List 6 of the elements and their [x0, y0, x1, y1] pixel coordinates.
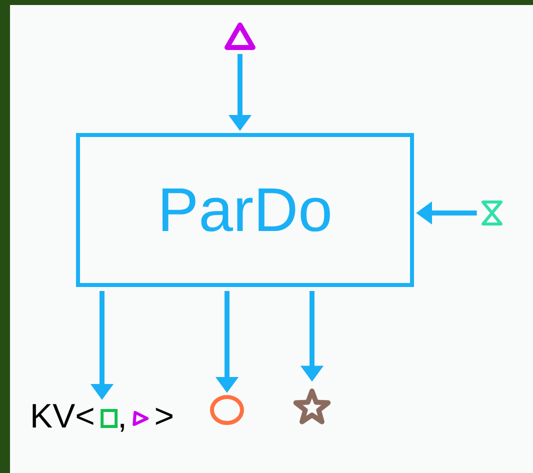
hourglass-icon	[482, 200, 502, 226]
triangle-icon	[224, 22, 256, 50]
process-box: ParDo	[76, 133, 414, 287]
type-label: KV< , >	[32, 404, 172, 432]
circle-icon	[210, 395, 244, 425]
star-icon	[293, 388, 331, 424]
